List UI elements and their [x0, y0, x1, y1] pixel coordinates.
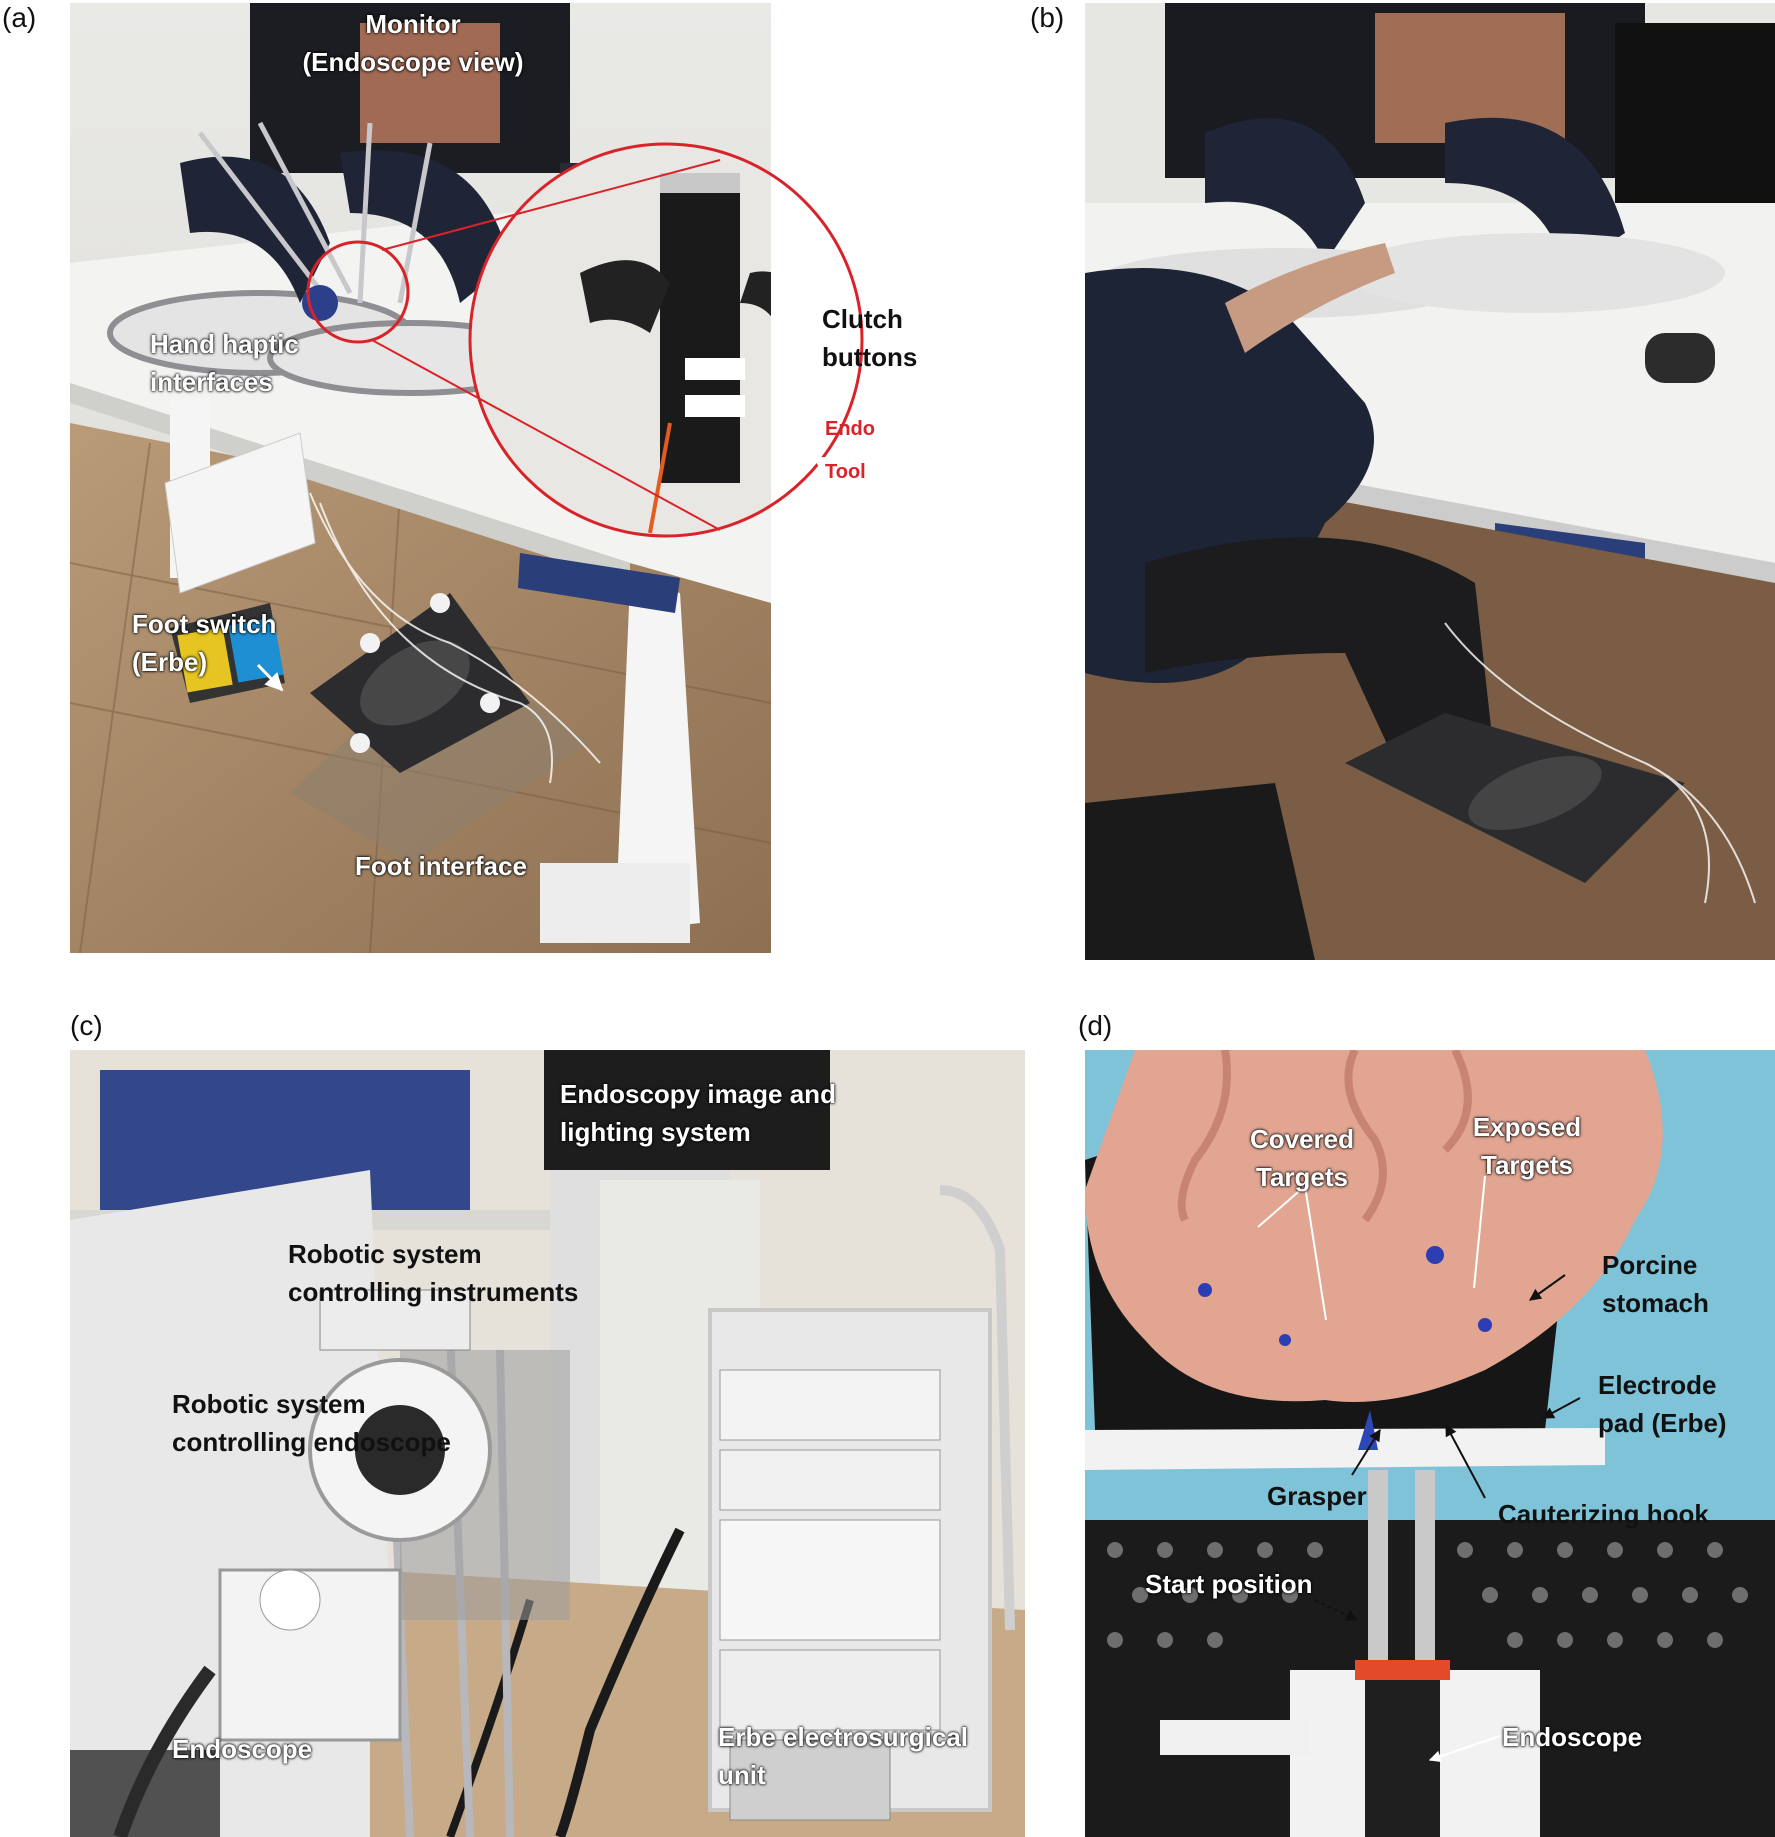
label-endoscopy-system: Endoscopy image and lighting system — [560, 1079, 836, 1147]
label-cauterizing-hook: Cauterizing hook — [1498, 1499, 1709, 1529]
label-erbe-unit: Erbe electrosurgical unit — [718, 1722, 968, 1790]
label-endoscope-d: Endoscope — [1502, 1722, 1643, 1752]
panel-c-photo — [70, 1050, 1025, 1837]
label-robot-instruments: Robotic system controlling instruments — [288, 1239, 579, 1307]
panel-d-photo — [1085, 1050, 1775, 1837]
label-monitor: Monitor (Endoscope view) — [302, 9, 524, 77]
tag-tool: Tool — [825, 461, 866, 483]
label-covered-targets: Covered Targets — [1249, 1124, 1355, 1192]
label-foot-switch: Foot switch (Erbe) — [132, 609, 277, 677]
panel-label-c: (c) — [70, 1010, 103, 1041]
label-start-position: Start position — [1145, 1569, 1313, 1599]
label-endoscope-c: Endoscope — [172, 1734, 313, 1764]
panel-label-a: (a) — [2, 2, 37, 33]
label-robot-endoscope: Robotic system controlling endoscope — [172, 1389, 451, 1457]
label-exposed-targets: Exposed Targets — [1472, 1112, 1582, 1180]
label-foot-interface: Foot interface — [355, 851, 527, 881]
label-electrode-pad: Electrode pad (Erbe) — [1598, 1370, 1727, 1438]
label-grasper: Grasper — [1267, 1481, 1367, 1511]
tag-endo: Endo — [825, 418, 875, 440]
panel-b-photo — [1085, 3, 1775, 960]
label-clutch-buttons: Clutch buttons — [822, 304, 918, 372]
panel-label-d: (d) — [1078, 1010, 1113, 1041]
label-porcine-stomach: Porcine stomach — [1602, 1250, 1709, 1318]
panel-label-b: (b) — [1030, 2, 1065, 33]
label-hand-haptic: Hand haptic interfaces — [150, 329, 299, 397]
panel-a-photo — [70, 3, 771, 953]
